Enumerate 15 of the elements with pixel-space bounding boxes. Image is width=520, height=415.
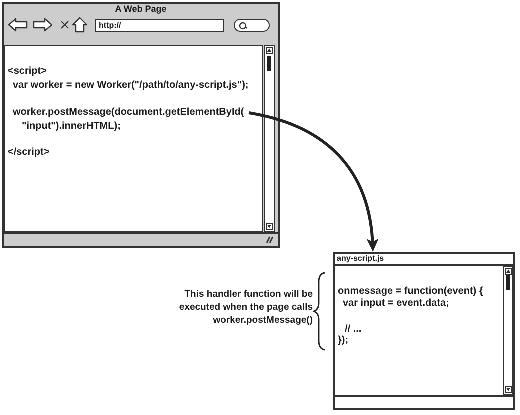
code-line: // ...: [345, 324, 362, 336]
code-panel: [4, 45, 263, 232]
url-field: http://: [95, 19, 224, 32]
code-line: </script>: [8, 146, 50, 160]
code-line: });: [338, 335, 349, 347]
code-statement: worker.postMessage(document.getElementById( "input").innerHTML);: [13, 106, 249, 134]
window-title: any-script.js: [337, 254, 384, 264]
annotation-text: This handler function will be executed when the page calls worker.postMessage(): [178, 288, 313, 327]
browser-window: [2, 2, 280, 248]
code-line: <script>: [8, 65, 47, 79]
code-line: var input = event.data;: [343, 298, 450, 310]
window-title: A Web Page: [114, 4, 168, 15]
script-window: [333, 252, 515, 410]
code-line: var worker = new Worker("/path/to/any-script.js");: [13, 79, 249, 93]
code-line: onmessage = function(event) {: [338, 286, 484, 298]
